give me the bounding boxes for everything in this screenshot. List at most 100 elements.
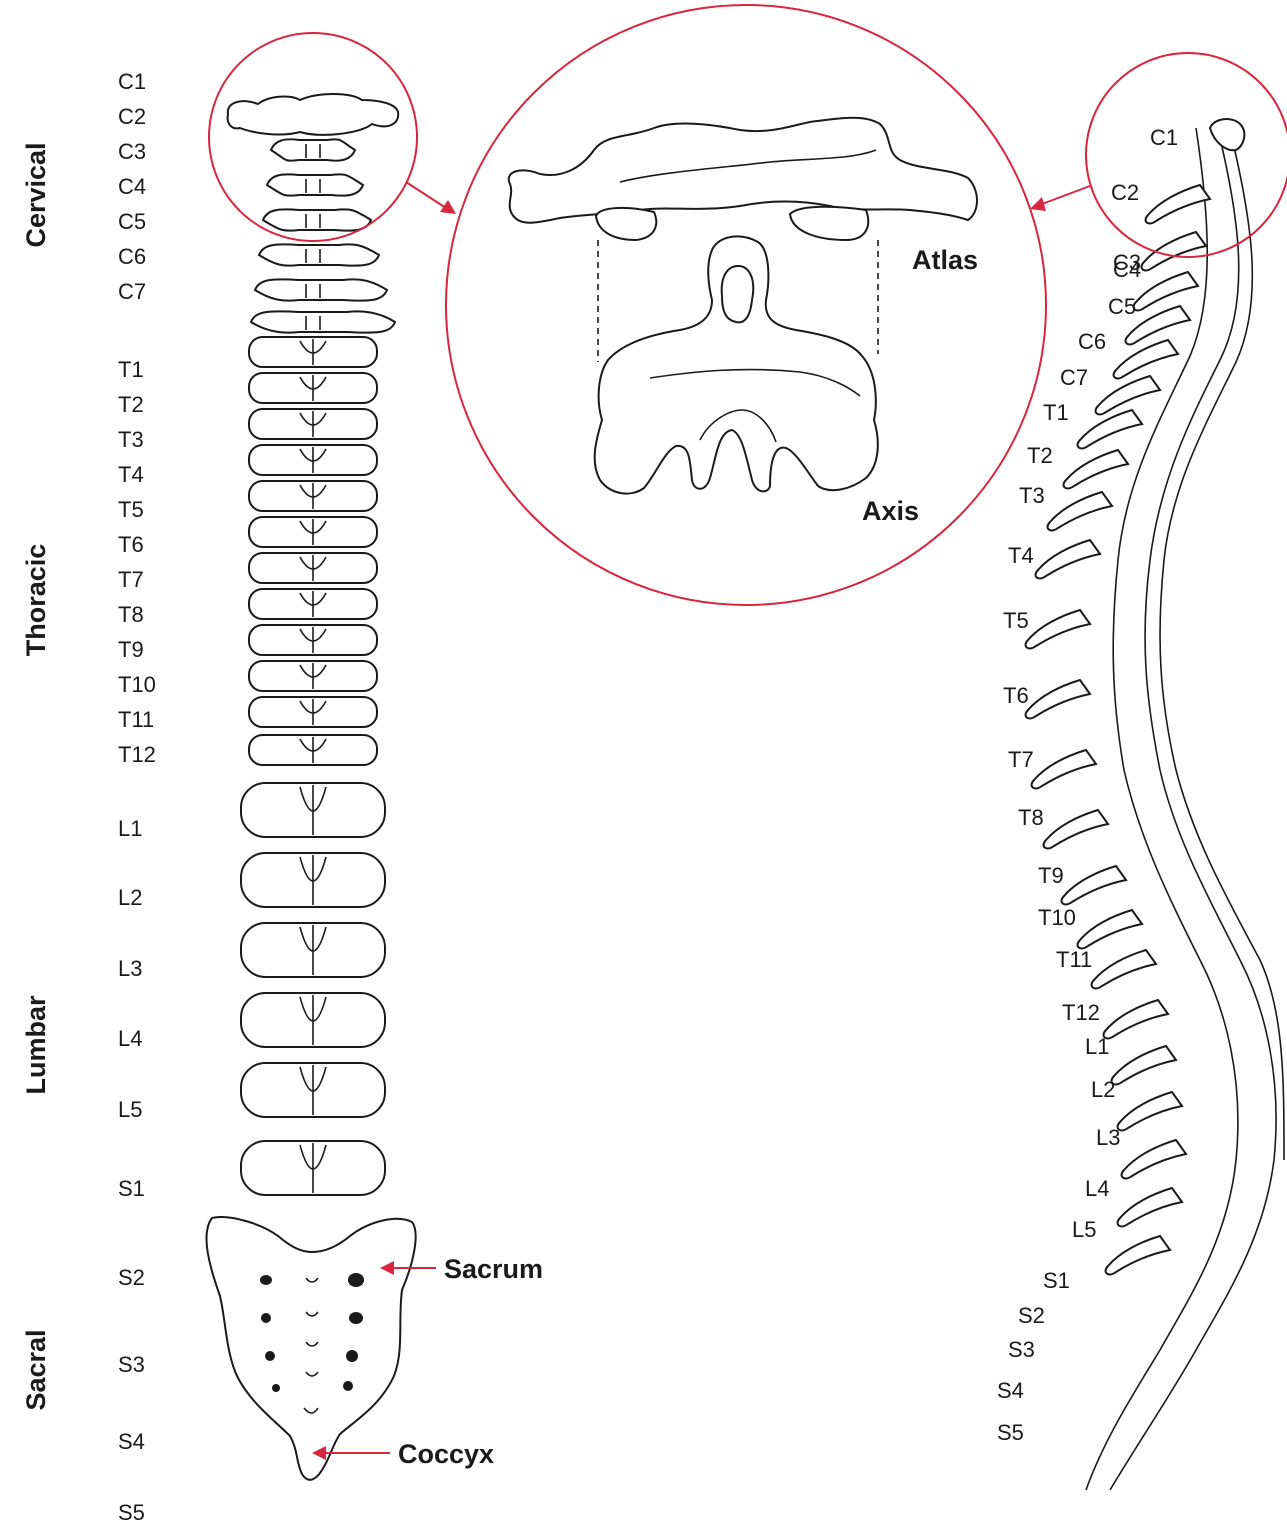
lateral-label: C4 <box>1113 257 1141 282</box>
anterior-label: L5 <box>118 1097 142 1122</box>
anterior-label: T4 <box>118 462 144 487</box>
anterior-label: C5 <box>118 209 146 234</box>
spinous-process <box>1026 680 1090 718</box>
spinous-process <box>1048 492 1112 530</box>
zoom-arrow-right <box>1042 186 1090 204</box>
anterior-label: L4 <box>118 1026 142 1051</box>
lateral-label: L2 <box>1091 1077 1115 1102</box>
region-labels: Cervical Thoracic Lumbar Sacral <box>21 142 51 1410</box>
anterior-label: T10 <box>118 672 156 697</box>
lateral-label: S2 <box>1018 1303 1045 1328</box>
lateral-zoom-circle <box>1086 53 1287 257</box>
lateral-label: T7 <box>1008 747 1034 772</box>
sacrum-shape <box>207 1217 416 1480</box>
anterior-label: L1 <box>118 816 142 841</box>
anterior-label: C1 <box>118 69 146 94</box>
anterior-label: S5 <box>118 1500 145 1522</box>
anterior-spine <box>207 94 416 1480</box>
region-cervical: Cervical <box>21 142 51 247</box>
spinous-process <box>1026 610 1090 648</box>
lateral-label: T1 <box>1043 400 1069 425</box>
lateral-label: C1 <box>1150 125 1178 150</box>
lateral-label: T6 <box>1003 683 1029 708</box>
anterior-label: T11 <box>118 707 154 732</box>
vertebra <box>251 311 395 332</box>
lateral-label: T12 <box>1062 1000 1100 1025</box>
sacrum-label: Sacrum <box>444 1254 543 1284</box>
lateral-label: T8 <box>1018 805 1044 830</box>
anterior-label: S4 <box>118 1429 145 1454</box>
anterior-label: C4 <box>118 174 146 199</box>
anterior-label: L3 <box>118 956 142 981</box>
region-thoracic: Thoracic <box>21 544 51 657</box>
anterior-label: T7 <box>118 567 144 592</box>
lateral-label: S1 <box>1043 1268 1070 1293</box>
spinous-process <box>1122 1140 1186 1178</box>
spinous-process <box>1092 950 1156 988</box>
spinous-process <box>1106 1236 1170 1274</box>
anterior-label: T5 <box>118 497 144 522</box>
lateral-label: C6 <box>1078 329 1106 354</box>
vertebra <box>259 244 379 265</box>
anterior-label: T2 <box>118 392 144 417</box>
region-lumbar: Lumbar <box>21 995 51 1095</box>
coccyx-label: Coccyx <box>398 1439 494 1469</box>
spinous-process <box>1134 272 1198 310</box>
lateral-label: T11 <box>1056 947 1092 972</box>
anterior-label: C3 <box>118 139 146 164</box>
lateral-label: L5 <box>1072 1217 1096 1242</box>
anterior-label: L2 <box>118 885 142 910</box>
atlas-axis-detail <box>509 118 977 494</box>
anterior-label: T3 <box>118 427 144 452</box>
lateral-label: T3 <box>1019 483 1045 508</box>
lateral-label: C2 <box>1111 180 1139 205</box>
zoom-arrow-left <box>406 182 446 208</box>
lateral-label: S3 <box>1008 1337 1035 1362</box>
anterior-label: C2 <box>118 104 146 129</box>
anterior-label: T1 <box>118 357 144 382</box>
anterior-label: C7 <box>118 279 146 304</box>
spinous-process <box>1104 1000 1168 1038</box>
lateral-label: C7 <box>1060 365 1088 390</box>
spinous-process <box>1114 340 1178 378</box>
lateral-label: L4 <box>1085 1176 1109 1201</box>
vertebra <box>263 209 371 230</box>
spinous-process <box>1064 450 1128 488</box>
lateral-label: T9 <box>1038 863 1064 888</box>
anterior-label: T8 <box>118 602 144 627</box>
spinous-process <box>1112 1046 1176 1084</box>
lateral-label: T2 <box>1027 443 1053 468</box>
spinous-process <box>1118 1092 1182 1130</box>
spinous-process <box>1096 376 1160 414</box>
vertebra <box>267 174 363 195</box>
lateral-label: C5 <box>1108 294 1136 319</box>
atlas-label: Atlas <box>912 245 978 275</box>
vertebra <box>255 279 387 300</box>
lateral-label: T5 <box>1003 608 1029 633</box>
anterior-labels: C1 C2 C3 C4 C5 C6 C7 T1 T2 T3 T4 T5 T6 T… <box>118 69 156 1522</box>
lateral-label: T10 <box>1038 905 1076 930</box>
spinous-process <box>1062 866 1126 904</box>
lateral-label: S5 <box>997 1420 1024 1445</box>
anterior-label: C6 <box>118 244 146 269</box>
anterior-label: S1 <box>118 1176 145 1201</box>
spinous-process <box>1142 232 1206 270</box>
spinous-process <box>1078 910 1142 948</box>
anterior-label: S2 <box>118 1265 145 1290</box>
spinous-process <box>1118 1188 1182 1226</box>
lateral-label: L1 <box>1085 1034 1109 1059</box>
spinous-process <box>1032 750 1096 788</box>
vertebra <box>271 139 355 160</box>
lateral-label: T4 <box>1008 543 1034 568</box>
anterior-label: S3 <box>118 1352 145 1377</box>
spinous-process <box>1078 410 1142 448</box>
spinous-process <box>1044 810 1108 848</box>
spinous-process <box>1036 540 1100 578</box>
anterior-label: T12 <box>118 742 156 767</box>
lateral-label: S4 <box>997 1378 1024 1403</box>
anterior-label: T9 <box>118 637 144 662</box>
lateral-label: L3 <box>1096 1125 1120 1150</box>
axis-label: Axis <box>862 496 919 526</box>
region-sacral: Sacral <box>21 1329 51 1410</box>
